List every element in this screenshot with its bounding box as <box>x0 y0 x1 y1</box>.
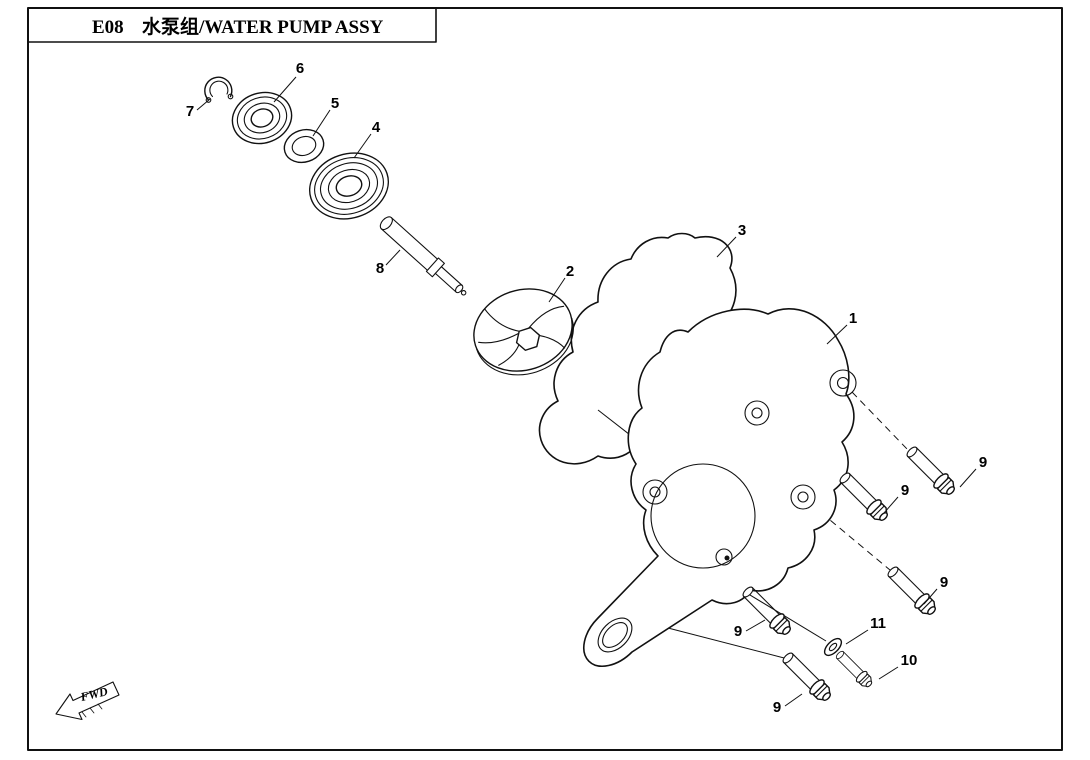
callout-5: 5 <box>331 95 339 112</box>
circlip-part <box>204 76 234 103</box>
title-block: E08 水泵组/WATER PUMP ASSY <box>27 7 437 43</box>
callout-7: 7 <box>186 103 194 120</box>
pump-cover-part <box>583 308 857 667</box>
callout-9-lower-right: 9 <box>940 574 948 591</box>
callout-3: 3 <box>738 222 746 239</box>
callout-9-bottom-middle: 9 <box>734 623 742 640</box>
fwd-marker: FWD <box>55 681 120 721</box>
callout-6: 6 <box>296 60 304 77</box>
mechanical-seal-part <box>308 152 390 220</box>
assembly-code: E08 <box>92 17 124 38</box>
washer-part <box>823 637 843 657</box>
title-box <box>27 7 437 43</box>
callout-leader-lines <box>196 76 977 707</box>
small-bolt-part <box>832 647 876 691</box>
callout-4: 4 <box>372 119 381 136</box>
flange-bolt-lower-right <box>883 562 941 620</box>
callout-9-bottom: 9 <box>773 699 781 716</box>
callout-9-mid-right: 9 <box>901 482 909 499</box>
callout-8: 8 <box>376 260 384 277</box>
callout-1: 1 <box>849 310 857 327</box>
fwd-arrow-icon <box>55 681 120 721</box>
callout-2: 2 <box>566 263 574 280</box>
callout-10: 10 <box>901 652 918 669</box>
seal-washer-part <box>283 128 325 164</box>
pump-shaft-part <box>379 216 467 296</box>
fwd-label: FWD <box>78 684 109 704</box>
callout-9-top-right: 9 <box>979 454 987 471</box>
diagram-border <box>27 7 1063 751</box>
flange-bolt-bottom <box>778 648 836 706</box>
assembly-name: 水泵组/WATER PUMP ASSY <box>142 15 384 38</box>
flange-bolt-mid-right <box>835 468 893 526</box>
callout-numbers: 7 6 5 4 8 2 3 1 9 9 9 9 9 11 10 <box>186 60 987 716</box>
impeller-part <box>473 288 574 376</box>
flange-bolt-top-right <box>902 442 960 500</box>
bearing-part <box>231 91 293 145</box>
callout-11: 11 <box>870 615 886 632</box>
